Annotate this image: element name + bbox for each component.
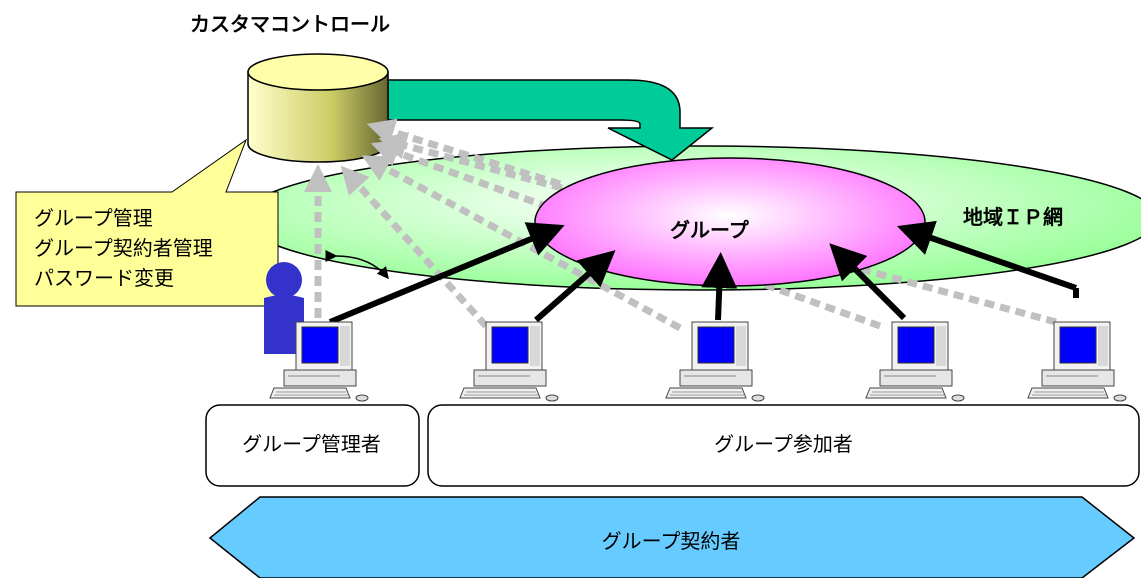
database-icon — [247, 53, 389, 163]
participant-box — [427, 404, 1140, 487]
curved-double-arrow — [325, 249, 389, 280]
network-label: 地域ＩＰ網 — [963, 205, 1063, 229]
diagram-title: カスタマコントロール — [190, 12, 390, 36]
participant-box-label: グループ参加者 — [714, 432, 853, 456]
contractor-label: グループ契約者 — [601, 529, 741, 553]
callout-line: パスワード変更 — [34, 266, 174, 290]
callout-bubble — [15, 138, 279, 307]
callout-line: グループ契約者管理 — [34, 236, 213, 260]
admin-box-label: グループ管理者 — [242, 432, 381, 456]
callout-line: グループ管理 — [34, 206, 153, 230]
group-label: グループ — [670, 218, 749, 242]
person-icon — [264, 262, 304, 354]
computer-icon — [665, 321, 765, 402]
computer-icon — [1027, 321, 1127, 402]
solid-arrows — [328, 220, 1079, 325]
admin-box — [205, 404, 420, 487]
contractor-hexagon — [208, 496, 1136, 578]
callout-text: グループ管理 グループ契約者管理 パスワード変更 — [34, 203, 213, 293]
computer-icon — [865, 321, 965, 402]
computer-icon — [459, 321, 559, 402]
